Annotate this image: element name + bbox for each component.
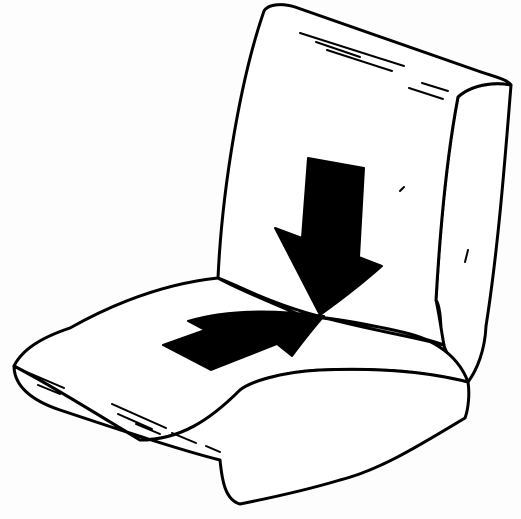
seat-illustration (0, 0, 521, 519)
seat-drawing (0, 0, 521, 519)
